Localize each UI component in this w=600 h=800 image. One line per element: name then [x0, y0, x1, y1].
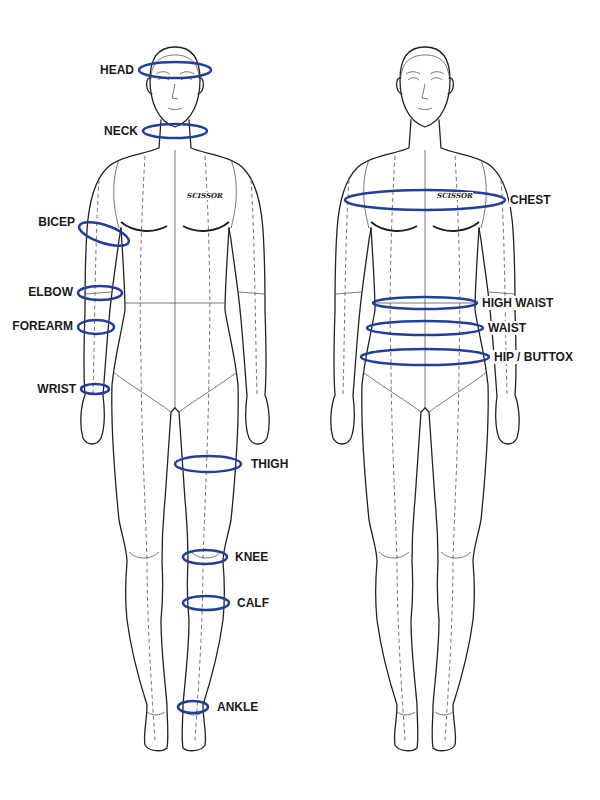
part-label: ELBOW — [27, 285, 74, 299]
elbow-ring — [78, 286, 122, 300]
part-label: HEAD — [99, 63, 135, 77]
logo-text: SCISSOR — [187, 192, 223, 200]
part-label: BICEP — [37, 215, 76, 229]
knee-ring — [183, 550, 227, 564]
head-ring — [139, 62, 211, 78]
part-label: WAIST — [487, 321, 527, 335]
part-label: ANKLE — [216, 700, 259, 714]
forearm-ring — [78, 320, 114, 334]
high-waist-ring — [373, 297, 477, 309]
part-label: WRIST — [36, 382, 77, 396]
part-label: NECK — [103, 124, 139, 138]
waist-ring — [367, 321, 483, 335]
logo-text: SCISSOR — [437, 192, 473, 200]
calf-ring — [183, 596, 229, 610]
part-label: HIGH WAIST — [481, 296, 554, 310]
front-figure — [81, 47, 269, 751]
chest-ring — [345, 190, 505, 210]
thigh-ring — [175, 456, 241, 472]
part-label: HIP / BUTTOX — [493, 350, 574, 364]
ankle-ring — [178, 701, 208, 713]
hip-ring — [361, 349, 489, 365]
bicep-ring — [76, 217, 131, 250]
part-label: FOREARM — [11, 319, 74, 333]
part-label: CALF — [236, 596, 270, 610]
part-label: THIGH — [250, 457, 289, 471]
part-label: KNEE — [234, 550, 269, 564]
part-label: CHEST — [509, 193, 552, 207]
wrist-ring — [81, 384, 109, 394]
front-figure — [331, 47, 519, 751]
neck-ring — [143, 124, 207, 138]
